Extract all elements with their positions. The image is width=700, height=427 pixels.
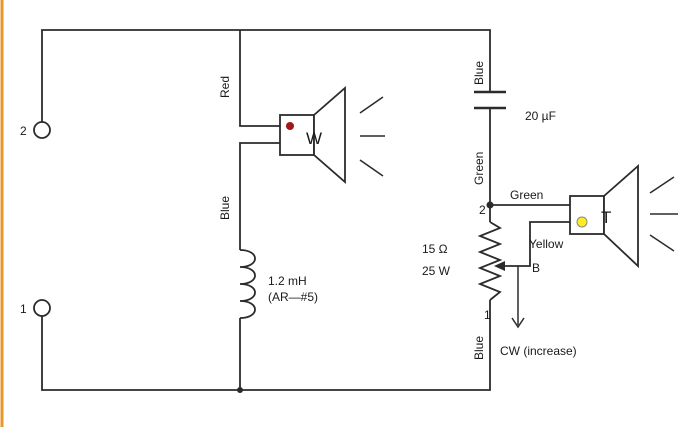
woofer-red-wire-label: Red bbox=[218, 76, 232, 98]
tweeter-wiper-wire bbox=[503, 221, 570, 267]
woofer-speaker-icon: W bbox=[279, 86, 385, 184]
tweeter-yellow-wire-label: Yellow bbox=[529, 237, 564, 251]
pot-power: 25 W bbox=[422, 264, 451, 278]
potentiometer-resistor-icon bbox=[477, 221, 503, 301]
pot-resistance: 15 Ω bbox=[422, 242, 448, 256]
inductor-coil-icon bbox=[239, 249, 256, 319]
inductor-value: 1.2 mH bbox=[268, 274, 307, 288]
tweeter-speaker-icon: T bbox=[569, 164, 678, 269]
woofer-label: W bbox=[306, 129, 322, 148]
woofer-polarity-dot bbox=[286, 122, 294, 130]
terminal-1-label: 1 bbox=[20, 302, 27, 316]
cw-increase-label: CW (increase) bbox=[500, 344, 577, 358]
pot-pin-1-label: 1 bbox=[484, 308, 491, 322]
capacitor-blue-wire-label: Blue bbox=[472, 61, 486, 85]
woofer-negative-wire bbox=[239, 142, 280, 250]
capacitor-green-wire-label: Green bbox=[472, 152, 486, 185]
terminal-2-label: 2 bbox=[20, 124, 27, 138]
inductor-part: (AR—#5) bbox=[268, 290, 318, 304]
pot-blue-wire-label: Blue bbox=[472, 336, 486, 360]
junction-dot-pot bbox=[486, 201, 494, 209]
circuit-wiring bbox=[41, 29, 570, 391]
tweeter-label: T bbox=[601, 208, 611, 227]
tweeter-polarity-dot bbox=[576, 216, 588, 228]
pot-wiper-label: B bbox=[532, 261, 540, 275]
top-bus-wire bbox=[41, 29, 491, 122]
terminal-1-circle bbox=[33, 299, 51, 317]
junction-dot-bottom bbox=[237, 387, 243, 393]
potentiometer-wiper-arrow-icon bbox=[494, 261, 505, 271]
capacitor-icon bbox=[474, 90, 506, 110]
cw-arrow-icon bbox=[511, 266, 525, 329]
terminal-2-circle bbox=[33, 121, 51, 139]
tweeter-green-wire-label: Green bbox=[510, 188, 543, 202]
pot-pin-2-label: 2 bbox=[479, 203, 486, 217]
woofer-blue-wire-label: Blue bbox=[218, 196, 232, 220]
capacitor-value: 20 µF bbox=[525, 109, 556, 123]
woofer-positive-wire bbox=[239, 30, 280, 127]
bottom-bus-wire bbox=[41, 300, 491, 391]
